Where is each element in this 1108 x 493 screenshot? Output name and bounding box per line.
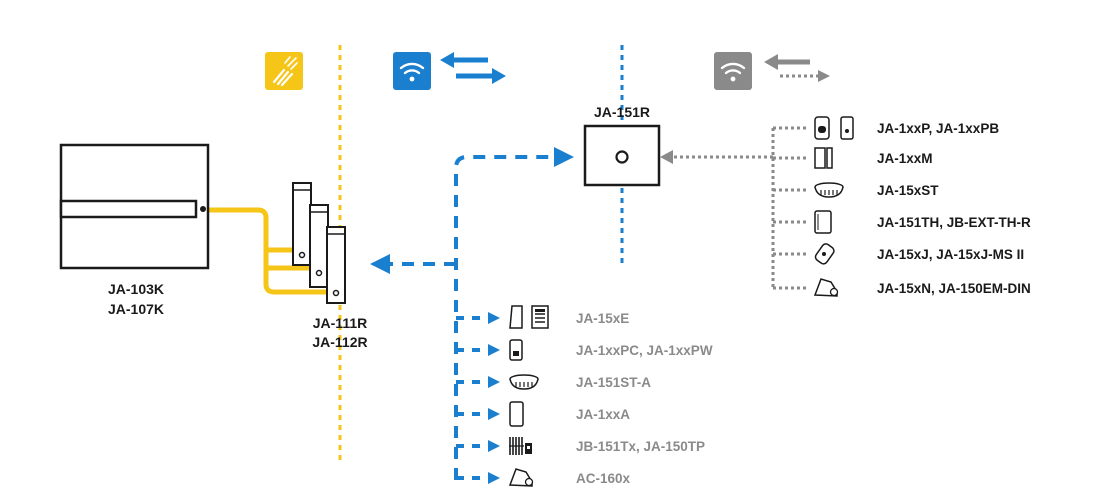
oneway-device-label: JA-15xJ, JA-15xJ-MS II bbox=[877, 247, 1024, 262]
oneway-links bbox=[671, 128, 775, 288]
bidirectional-device-row: AC-160x bbox=[456, 468, 631, 487]
bidirectional-device-row: JA-151ST-A bbox=[456, 374, 651, 390]
bidirectional-device-label: JA-1xxA bbox=[576, 407, 630, 422]
bidirectional-arrowhead bbox=[488, 344, 500, 356]
bidirectional-arrowhead bbox=[488, 472, 500, 484]
oneway-device-row: JA-1xxP, JA-1xxPB bbox=[773, 116, 999, 140]
bidirectional-device-label: JB-151Tx, JA-150TP bbox=[576, 439, 705, 454]
bus-modules bbox=[292, 182, 346, 304]
control-panel bbox=[59, 143, 210, 270]
thermostat-icon bbox=[814, 210, 832, 234]
bidirectional-arrowhead bbox=[488, 312, 500, 324]
bidirectional-device-row: JA-15xE bbox=[456, 305, 629, 329]
bus-module-1 bbox=[292, 182, 312, 266]
radiator-valve-icon bbox=[509, 437, 532, 455]
bidirectional-device-label: JA-15xE bbox=[576, 311, 629, 326]
receiver-label: JA-151R bbox=[594, 104, 650, 120]
oneway-device-row: JA-15xST bbox=[773, 182, 939, 198]
bus-module-model-1: JA-111R bbox=[313, 315, 367, 331]
bus-module-3 bbox=[326, 226, 346, 304]
oneway-device-row: JA-1xxM bbox=[773, 147, 933, 169]
bidirectional-device-label: JA-151ST-A bbox=[576, 375, 651, 390]
bidirectional-arrowhead bbox=[488, 376, 500, 388]
bidirectional-arrowhead bbox=[488, 408, 500, 420]
bidirectional-device-row: JB-151Tx, JA-150TP bbox=[456, 437, 705, 455]
keypad-icon bbox=[509, 305, 549, 329]
control-panel-model-1: JA-103K bbox=[108, 281, 164, 297]
wifi-oneway-icon bbox=[714, 52, 752, 90]
camera-detector-icon bbox=[509, 339, 523, 361]
bus-module-2 bbox=[309, 204, 329, 288]
smoke-detector-icon bbox=[509, 374, 539, 390]
wifi-bidirectional-icon bbox=[393, 52, 431, 90]
cable-icon bbox=[265, 52, 303, 90]
bidirectional-device-label: JA-1xxPC, JA-1xxPW bbox=[576, 343, 713, 358]
bidirectional-device-list: JA-15xE JA-1xxPC, JA-1xxPW JA-151ST-A JA-1x… bbox=[456, 305, 713, 487]
bidirectional-device-row: JA-1xxA bbox=[456, 401, 630, 427]
door-contact-icon bbox=[814, 147, 833, 169]
bidirectional-arrowhead bbox=[488, 440, 500, 452]
bidirectional-device-label: AC-160x bbox=[576, 471, 631, 486]
control-panel-model-2: JA-107K bbox=[108, 301, 164, 317]
oneway-device-label: JA-1xxP, JA-1xxPB bbox=[877, 121, 999, 136]
oneway-device-row: JA-15xN, JA-150EM-DIN bbox=[773, 278, 1031, 297]
oneway-arrowhead bbox=[660, 150, 673, 164]
relay-module-icon bbox=[508, 468, 534, 487]
motion-detector-icon bbox=[814, 116, 854, 140]
oneway-device-label: JA-15xN, JA-150EM-DIN bbox=[877, 281, 1031, 296]
oneway-device-row: JA-15xJ, JA-15xJ-MS II bbox=[773, 243, 1024, 265]
key-fob-icon bbox=[814, 243, 835, 265]
oneway-device-row: JA-151TH, JB-EXT-TH-R bbox=[773, 210, 1031, 234]
oneway-device-label: JA-1xxM bbox=[877, 151, 933, 166]
oneway-device-label: JA-151TH, JB-EXT-TH-R bbox=[877, 215, 1031, 230]
oneway-device-label: JA-15xST bbox=[877, 183, 939, 198]
oneway-device-list: JA-1xxP, JA-1xxPB JA-1xxM JA-15xST JA-151TH… bbox=[773, 116, 1031, 297]
siren-icon bbox=[509, 401, 524, 427]
flood-detector-icon bbox=[813, 278, 839, 297]
smoke-detector-icon bbox=[814, 182, 844, 198]
bidirectional-device-row: JA-1xxPC, JA-1xxPW bbox=[456, 339, 713, 361]
bus-module-model-2: JA-112R bbox=[312, 334, 367, 350]
bidirectional-links bbox=[370, 147, 574, 480]
oneway-arrows-icon bbox=[764, 54, 830, 82]
bidirectional-arrows-icon bbox=[440, 52, 506, 84]
receiver-box bbox=[583, 124, 661, 187]
